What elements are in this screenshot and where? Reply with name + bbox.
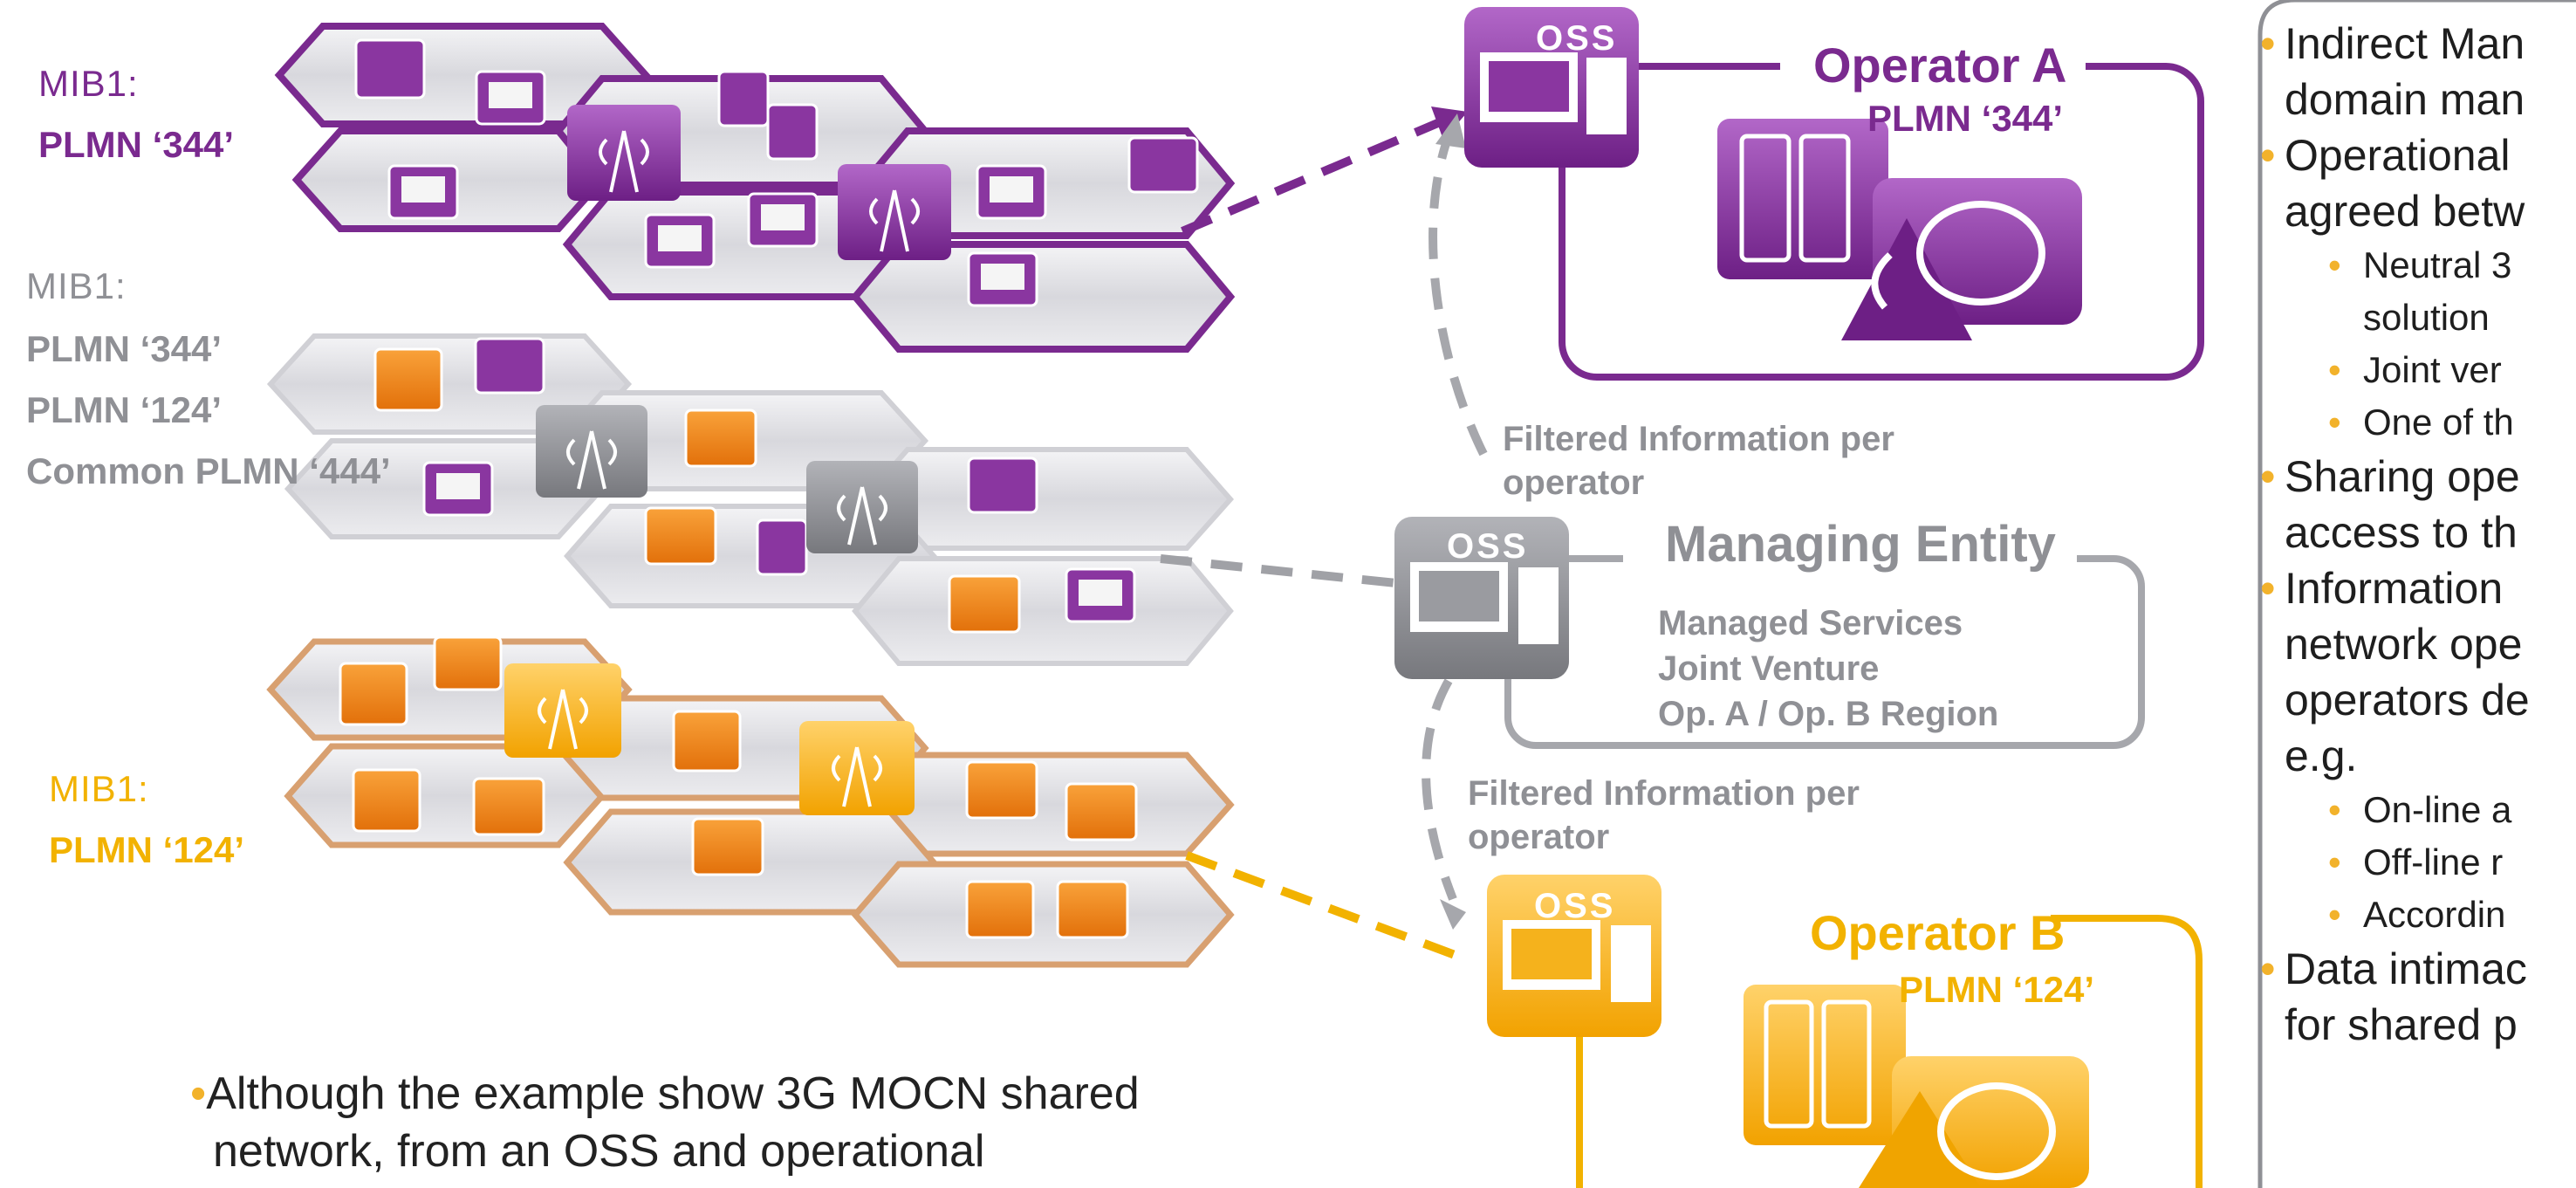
operator-b-title: Operator B (1810, 905, 2066, 960)
oss-b-label: OSS (1534, 887, 1616, 925)
managing-entity-item: Managed Services (1658, 604, 1963, 642)
laptop-icon (401, 82, 1122, 606)
filtered-info-bottom: Filtered Information per operator (1468, 774, 1860, 856)
server-icon (1717, 119, 1888, 279)
bullet-item: Joint ver (2260, 344, 2576, 396)
filtered-info-top: Filtered Information per operator (1503, 420, 1894, 502)
operator-a-plmn: PLMN ‘344’ (1867, 98, 2064, 139)
cycle-arrows-icon (1841, 178, 2082, 340)
bottom-note-text: Although the example show 3G MOCN shared (206, 1068, 1140, 1119)
mobile-phone-icon (354, 38, 1199, 576)
bottom-note-line: •Although the example show 3G MOCN share… (190, 1068, 1140, 1119)
connection-lines (1160, 118, 1488, 960)
oss-server-b (1487, 875, 1661, 1037)
bullet-item: Operational (2260, 127, 2576, 183)
bullet-item: Neutral 3 (2260, 239, 2576, 292)
bullet-item: Off-line r (2260, 836, 2576, 889)
managing-entity-item: Joint Venture (1658, 649, 1880, 688)
operator-b-plmn: PLMN ‘124’ (1899, 969, 2095, 1010)
oss-server-a (1464, 7, 1639, 168)
bullet-item: Indirect Man (2260, 16, 2576, 72)
shared-plmn-label: PLMN ‘124’ (26, 389, 223, 430)
bullet-item: agreed betw (2285, 187, 2525, 236)
mobile-phone-icon (339, 347, 1035, 939)
shared-mib-label: MIB1: (26, 265, 127, 306)
arrowheads (1431, 106, 1468, 930)
bullet-item: Sharing ope (2260, 449, 2576, 505)
laptop-icon (472, 409, 1138, 939)
managing-entity-title: Managing Entity (1665, 516, 2056, 573)
server-icon (1744, 985, 1906, 1145)
operator-a-mib-label: MIB1: (38, 63, 139, 104)
shared-common-plmn-label: Common PLMN ‘444’ (26, 450, 391, 491)
operator-a-plmn-label: PLMN ‘344’ (38, 124, 235, 165)
bottom-note: •Although the example show 3G MOCN share… (190, 1065, 1140, 1180)
bullet-item: e.g. (2285, 731, 2358, 780)
cycle-arrows-icon (1859, 1056, 2089, 1188)
bullet-item: access to th (2285, 508, 2518, 557)
bottom-note-line: network, from an OSS and operational (190, 1123, 1140, 1180)
bullet-item: On-line a (2260, 784, 2576, 836)
shared-plmn-label: PLMN ‘344’ (26, 328, 223, 369)
operator-b-panel (1487, 875, 2203, 1188)
bullet-item: solution (2363, 297, 2490, 338)
managing-entity-panel (1394, 517, 2145, 749)
bullet-item: operators de (2285, 676, 2530, 724)
operator-a-panel (1464, 7, 2204, 381)
bullet-item: network ope (2285, 620, 2523, 669)
oss-me-label: OSS (1447, 527, 1529, 566)
bullet-item: domain man (2285, 75, 2525, 124)
oss-a-label: OSS (1536, 19, 1618, 58)
antenna-icon (504, 105, 951, 815)
operator-b-mib-label: MIB1: (49, 768, 149, 809)
managing-entity-item: Op. A / Op. B Region (1658, 695, 1999, 733)
oss-server-me (1394, 517, 1569, 679)
operator-b-plmn-label: PLMN ‘124’ (49, 829, 245, 870)
bullet-item: Information (2260, 560, 2576, 616)
operator-a-title: Operator A (1813, 38, 2067, 93)
bullet-item: for shared p (2285, 1000, 2518, 1049)
bullet-item: One of th (2260, 396, 2576, 449)
bullet-item: Data intimac (2260, 941, 2576, 997)
bottom-note-text: network, from an OSS and operational (213, 1126, 985, 1177)
bullet-item: Accordin (2260, 889, 2576, 941)
